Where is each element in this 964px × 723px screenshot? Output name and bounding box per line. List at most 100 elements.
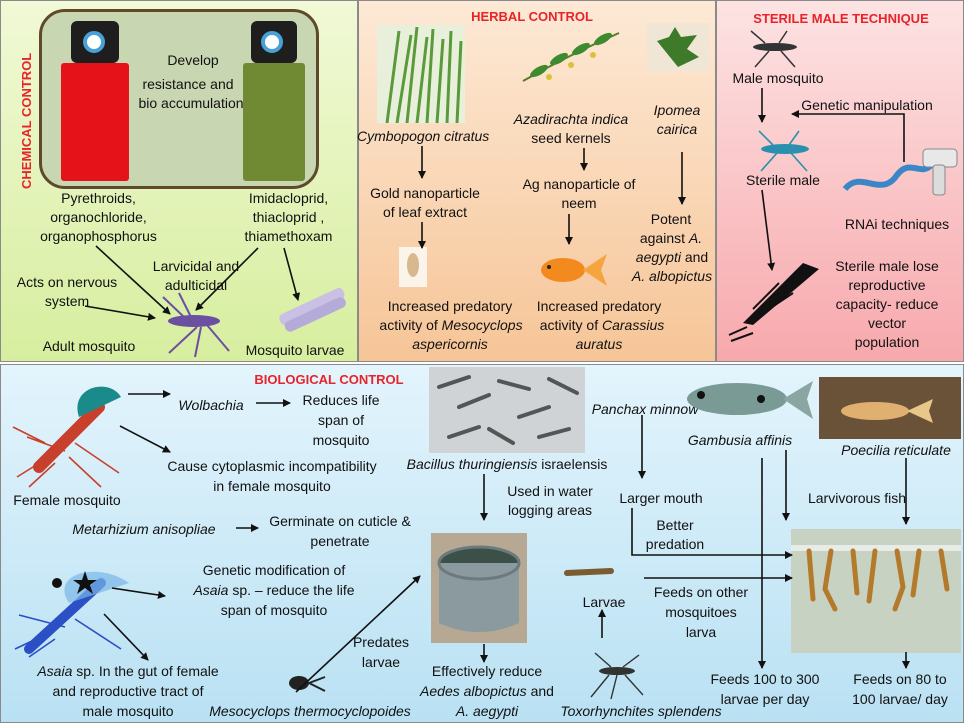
cara-increased-label: Increased predatory (536, 298, 662, 314)
green-insecticide-bottle-image (243, 21, 305, 181)
gold-nanoparticle-label: Gold nanoparticle (370, 185, 480, 201)
lose-line-1: Sterile male lose (835, 258, 939, 274)
auratus-label: auratus (575, 336, 623, 352)
adult-mosquito-label: Adult mosquito (42, 338, 136, 354)
aedes-albopictus-label: Aedes albopictus (420, 683, 527, 699)
organophosphorus-label: organophosphorus (40, 228, 157, 244)
herbal-control-panel: HERBAL CONTROL Cymbopogon citratus Azadi… (357, 0, 716, 362)
poecilia-label: Poecilia reticulate (841, 442, 951, 458)
genetic-manipulation-label: Genetic manipulation (801, 97, 933, 113)
better-line-1: Better (656, 517, 694, 533)
cymbopogon-label: Cymbopogon citratus (357, 128, 490, 144)
feeds-80-line-2: 100 larvae/ day (852, 691, 948, 707)
reduces-line-2: span of (318, 412, 364, 428)
lose-line-5: population (854, 334, 920, 350)
effect-line-1: Effectively reduce (431, 663, 543, 679)
larger-mouth-label: Larger mouth (619, 490, 703, 506)
adult-mosquito-image (162, 292, 230, 358)
feeds-80-line-1: Feeds on 80 to (853, 671, 947, 687)
meso-increased-label: Increased predatory (387, 298, 513, 314)
red-insecticide-bottle-image (61, 21, 129, 181)
albopictus-label: A. albopictus (631, 268, 713, 284)
acts-on-nervous-label: Acts on nervous (16, 274, 118, 290)
lose-line-3: capacity- reduce (835, 296, 939, 312)
ipomea-leaf-image (647, 23, 709, 71)
chemical-control-panel: CHEMICAL CONTROL Develop resistance and … (0, 0, 358, 362)
effect-and-label: and (530, 683, 554, 699)
nervous-system-label: system (44, 293, 90, 309)
genetic-mod-reduce-label: sp. – reduce the life (232, 582, 355, 598)
cairica-label: cairica (656, 121, 698, 137)
meso-activity-label: activity of (379, 317, 438, 333)
pyrethroids-label: Pyrethroids, (61, 190, 136, 206)
lemongrass-image (377, 25, 465, 123)
mesocyclops-thermo-label: Mesocyclops thermocyclopoides (209, 703, 411, 719)
resistance-label: resistance and (142, 76, 234, 92)
genetic-mod-line-1: Genetic modification of (202, 562, 346, 578)
reduces-line-3: mosquito (312, 432, 370, 448)
predates-line-2: larvae (361, 654, 401, 670)
neem-leaves-image (522, 32, 620, 82)
bioaccumulation-label: bio accumulation (138, 95, 244, 111)
a-label: A. (688, 230, 703, 246)
female-mosquito-label: Female mosquito (13, 492, 121, 508)
sterile-mosquito-image (758, 130, 809, 172)
and-label: and (684, 249, 709, 265)
metarhizium-label: Metarhizium anisopliae (72, 521, 216, 537)
used-water-line-1: Used in water (507, 483, 593, 499)
a-aegypti-label: A. aegypti (455, 703, 519, 719)
biological-control-title: BIOLOGICAL CONTROL (254, 372, 404, 387)
larvicidal-label: Larvicidal and (152, 258, 240, 274)
neem-label: neem (561, 195, 597, 211)
feeds-100-line-2: larvae per day (720, 691, 810, 707)
better-line-2: predation (645, 536, 705, 552)
gambusia-fish-image (687, 381, 813, 419)
develop-label: Develop (167, 52, 219, 68)
thiacloprid-label: thiacloprid , (252, 209, 325, 225)
sterile-male-title: STERILE MALE TECHNIQUE (753, 11, 929, 26)
potent-against-line: against A. (637, 229, 705, 248)
mosquito-larvae-label: Mosquito larvae (245, 342, 345, 358)
mesocyclops-thermo-image (289, 676, 326, 692)
lose-line-4: vector (867, 315, 907, 331)
germinate-line-2: penetrate (310, 533, 370, 549)
effect-line-2: Aedes albopictus and (399, 682, 575, 701)
rnai-label: RNAi techniques (844, 216, 950, 232)
goldfish-image (541, 254, 607, 286)
meso-activity-line: activity of Mesocyclops (359, 316, 543, 335)
aspericornis-label: aspericornis (412, 336, 488, 352)
carassius-label: Carassius (602, 317, 665, 333)
toxorhynchites-image (590, 652, 644, 700)
sterile-male-panel: STERILE MALE TECHNIQUE Male mosquito Gen… (716, 0, 964, 362)
used-water-line-2: logging areas (507, 502, 593, 518)
ag-nanoparticle-label: Ag nanoparticle of (522, 176, 636, 192)
cara-activity-label: activity of (539, 317, 599, 333)
asaia-italic-label: Asaia (193, 582, 229, 598)
mesocyclops-label: Mesocyclops (441, 317, 523, 333)
mesocyclops-image (399, 247, 427, 287)
reduces-line-1: Reduces life (302, 392, 380, 408)
imidacloprid-label: Imidacloprid, (248, 190, 329, 206)
chemical-control-title: CHEMICAL CONTROL (19, 52, 34, 189)
male-mosquito-image (750, 30, 797, 68)
mating-mosquitoes-image (728, 263, 819, 342)
asaia-gut-line-1: Asaia sp. In the gut of female (23, 662, 233, 681)
cause-line-1: Cause cytoplasmic incompatibility (167, 458, 377, 474)
genetic-mod-line-2: Asaia sp. – reduce the life (169, 581, 379, 600)
bacillus-micrograph-image (429, 367, 585, 453)
ipomea-label: Ipomea (653, 102, 701, 118)
genetic-mod-line-3: span of mosquito (220, 602, 328, 618)
larvae-surface-image (791, 529, 961, 653)
asaia-gut-text: sp. In the gut of female (76, 663, 219, 679)
cara-activity-line: activity of Carassius (521, 316, 683, 335)
water-tank-image (431, 533, 527, 643)
thiamethoxam-label: thiamethoxam (244, 228, 333, 244)
toxorhynchites-label: Toxorhynchites splendens (560, 703, 722, 719)
against-label: against (639, 230, 686, 246)
female-mosquito-image (12, 386, 121, 488)
biological-control-panel: BIOLOGICAL CONTROL Female mosquito Wolba… (0, 364, 964, 723)
potent-aegypti-line: aegypti and (635, 248, 709, 267)
asaia-gut-italic: Asaia (37, 663, 73, 679)
bti-italic-label: Bacillus thuringiensis (406, 456, 538, 472)
feeds-other-line-2: mosquitoes (665, 604, 737, 620)
